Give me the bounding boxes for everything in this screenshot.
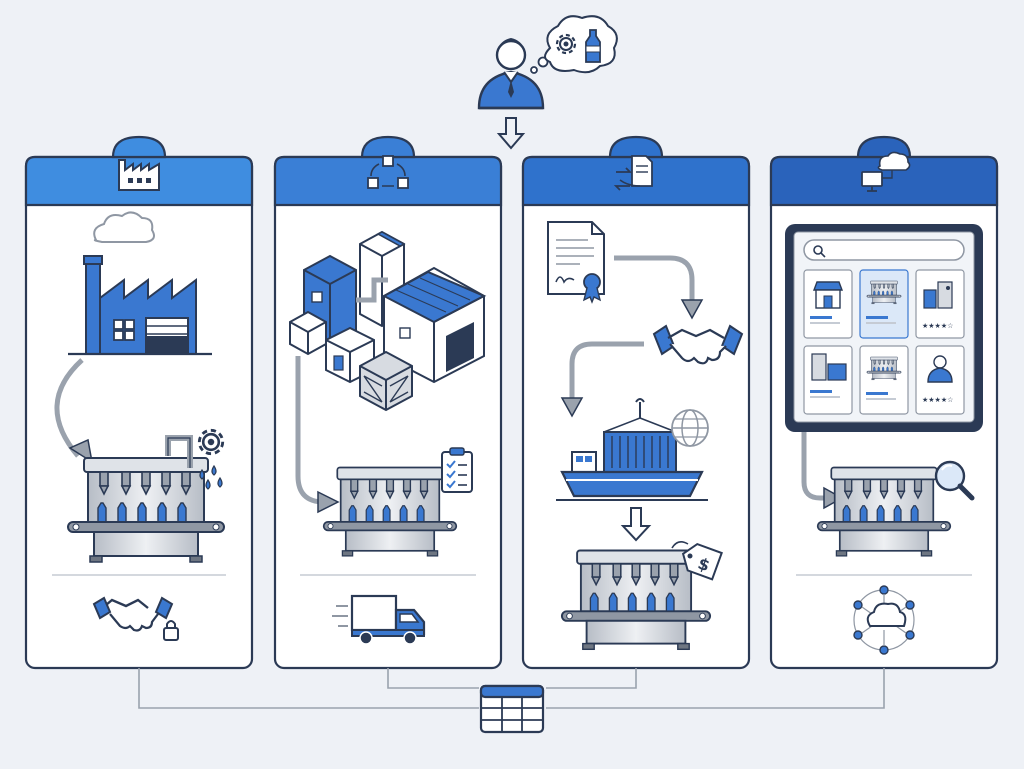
factory-with-smoke-icon: [68, 211, 212, 356]
boxes-cycle-icon: [367, 155, 409, 189]
arrow-certificate-to-handshake: [614, 255, 704, 320]
filler-pipe: [165, 435, 193, 468]
cargo-ship-icon: [556, 398, 708, 501]
bottom-connectors: [138, 668, 885, 709]
magnifier-icon: [934, 460, 975, 501]
cloud-network-icon: [853, 585, 915, 655]
clipboard-checklist-icon: [441, 447, 473, 493]
tablet-marketplace-icon: ★★★★☆ ★★★★☆: [785, 224, 983, 432]
curved-arrow-1: [54, 358, 94, 464]
down-arrow-to-panels: [496, 117, 526, 150]
table-grid-icon: [479, 684, 545, 734]
bottle-icon: [585, 29, 601, 63]
businessman-icon: [477, 38, 545, 110]
water-drops-icon: [199, 464, 223, 490]
delivery-truck-icon: [332, 594, 426, 645]
rating-stars-1: ★★★★☆: [922, 322, 953, 330]
certificate-icon: [547, 221, 605, 304]
cloud-computer-icon: [861, 151, 911, 192]
document-exchange-icon: [613, 155, 653, 191]
arrow-handshake-to-ship: [560, 341, 644, 418]
globe-icon: [671, 409, 709, 447]
gear-icon: [555, 33, 577, 55]
warehouse-icon: [289, 230, 487, 412]
curved-arrow-2: [295, 356, 340, 514]
handshake-icon: [652, 324, 744, 365]
price-tag-icon: $: [671, 540, 723, 581]
thought-bubble: [530, 15, 618, 74]
down-arrow-panel-3: [620, 507, 652, 542]
rating-stars-2: ★★★★☆: [922, 396, 953, 404]
arrow-tablet-to-machine: [801, 432, 844, 510]
gear-icon: [197, 428, 225, 456]
handshake-lock-icon: [92, 596, 179, 641]
factory-icon: [118, 159, 160, 191]
